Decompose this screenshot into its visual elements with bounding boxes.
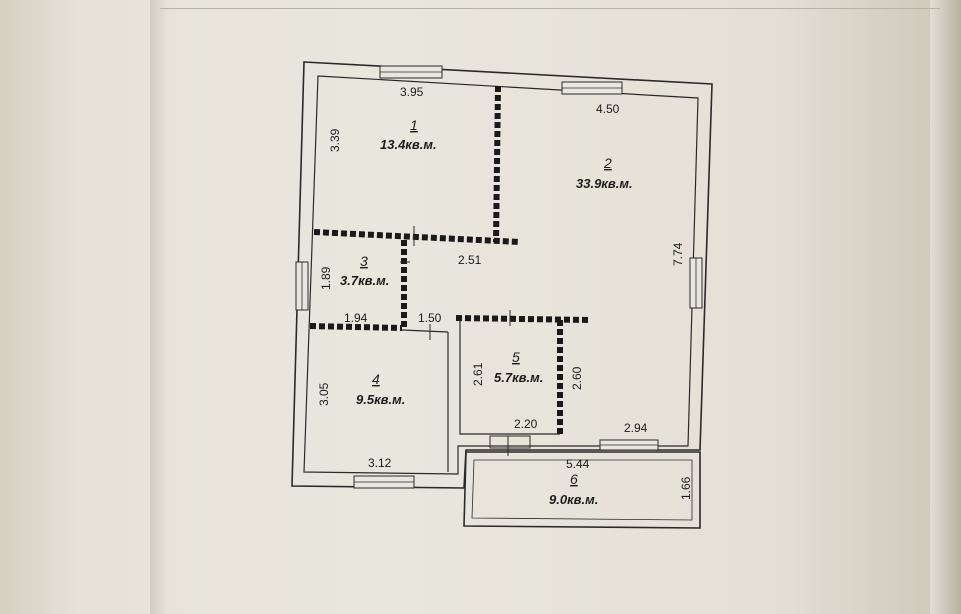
room-4-number: 4 — [372, 371, 380, 387]
outer-wall-inner — [303, 75, 699, 475]
dim-room4-height: 3.05 — [317, 382, 331, 406]
room-1-number: 1 — [410, 117, 418, 133]
page-edge — [930, 0, 961, 614]
dim-room5-left: 2.61 — [471, 362, 485, 386]
partition-1-3 — [313, 229, 521, 245]
dim-room5-right: 2.60 — [570, 366, 584, 390]
dim-room1-width: 3.95 — [400, 85, 424, 99]
partition-5-top — [455, 315, 591, 323]
dim-room2-height: 7.74 — [671, 242, 685, 266]
dim-room2-bottom: 2.94 — [624, 421, 648, 435]
dim-room3-width: 1.94 — [344, 311, 368, 325]
room-5-number: 5 — [512, 349, 520, 365]
room-6-area: 9.0кв.м. — [549, 492, 598, 507]
room5-wall — [459, 320, 560, 435]
dim-terrace-height: 1.66 — [679, 476, 693, 500]
terrace-outline — [463, 451, 701, 529]
room-2-area: 33.9кв.м. — [576, 176, 633, 191]
room-3-number: 3 — [360, 253, 368, 269]
page-frame-line — [160, 0, 940, 9]
room-3-area: 3.7кв.м. — [340, 273, 389, 288]
dim-terrace-width: 5.44 — [566, 457, 590, 471]
room-6-number: 6 — [570, 471, 578, 487]
dim-room2-width: 4.50 — [596, 102, 620, 116]
room-2-number: 2 — [603, 155, 612, 171]
dim-passage: 1.50 — [418, 311, 442, 325]
dim-room1-height: 3.39 — [328, 128, 342, 152]
dim-room4-width: 3.12 — [368, 456, 392, 470]
dim-room3-height: 1.89 — [319, 266, 333, 290]
outer-wall — [291, 61, 713, 489]
room-4-area: 9.5кв.м. — [356, 392, 405, 407]
partition-1-2 — [493, 85, 501, 243]
room-1-area: 13.4кв.м. — [380, 137, 437, 152]
room-5-area: 5.7кв.м. — [494, 370, 543, 385]
dim-corridor: 2.51 — [458, 253, 482, 267]
spine-shadow — [150, 0, 168, 614]
partition-3-4 — [309, 323, 403, 331]
terrace-inner — [471, 459, 693, 521]
dim-room5-width: 2.20 — [514, 417, 538, 431]
